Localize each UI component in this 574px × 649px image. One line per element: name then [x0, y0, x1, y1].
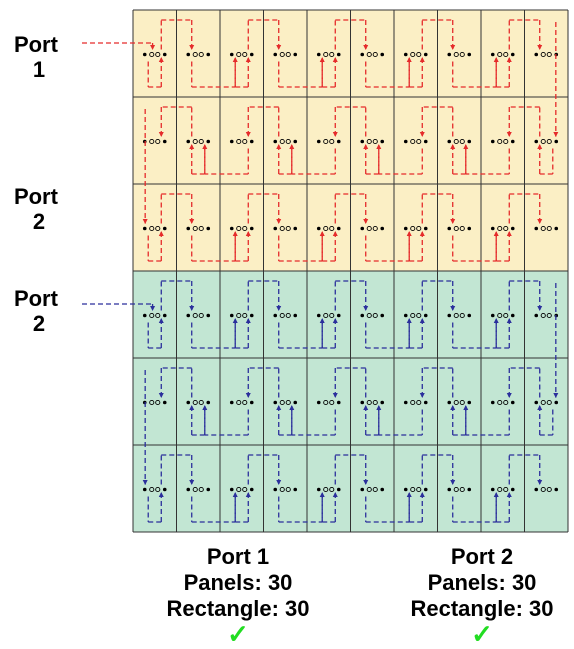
panel-connector [534, 312, 559, 319]
panel-connector [229, 225, 254, 232]
panel-connector [360, 51, 385, 58]
panel-connector [447, 225, 472, 232]
panel-connector [316, 225, 341, 232]
panel-connector [534, 225, 559, 232]
panel-connector [403, 399, 428, 406]
panel-connector [534, 399, 559, 406]
summary-rectangle-count: Rectangle: 30 [166, 596, 310, 621]
panel-connector [229, 138, 254, 145]
panel-connector [273, 225, 298, 232]
panel-connector [316, 51, 341, 58]
panel-connector [403, 486, 428, 493]
panel-connector [490, 225, 515, 232]
panel-connector [360, 486, 385, 493]
port-2-summary: Port 2 Panels: 30 Rectangle: 30 ✓ [382, 544, 574, 649]
panel-connector [273, 138, 298, 145]
panel-connector [186, 138, 211, 145]
panel-connector [316, 399, 341, 406]
panel-connector [360, 399, 385, 406]
panel-connector [229, 486, 254, 493]
panel-connector [229, 312, 254, 319]
cable-routes [82, 19, 559, 523]
panel-connector [490, 486, 515, 493]
panel-connector [186, 486, 211, 493]
panel-connector [490, 138, 515, 145]
panel-connector [142, 312, 167, 319]
summary-port-name: Port 2 [450, 544, 514, 569]
panel-connector [447, 51, 472, 58]
panel-connector [534, 138, 559, 145]
panel-grid [132, 9, 569, 533]
panel-connector [273, 399, 298, 406]
panel-connector [229, 399, 254, 406]
check-icon: ✓ [471, 619, 493, 649]
port-label-1: Port 1 [14, 32, 64, 82]
port-label-2-upper: Port 2 [14, 184, 64, 234]
panel-connector [186, 51, 211, 58]
panel-connector [142, 399, 167, 406]
panel-connector [534, 486, 559, 493]
check-icon: ✓ [227, 619, 249, 649]
panel-connector [490, 312, 515, 319]
panel-connector [447, 486, 472, 493]
panel-connector [142, 486, 167, 493]
panel-connector [447, 138, 472, 145]
port-label-2-lower: Port 2 [14, 286, 64, 336]
panel-connector [142, 51, 167, 58]
summary-panel-count: Panels: 30 [427, 570, 537, 595]
panel-connector [360, 225, 385, 232]
panel-connector [447, 399, 472, 406]
panel-connector [229, 51, 254, 58]
panel-connector [360, 138, 385, 145]
panel-connector [403, 138, 428, 145]
panel-connector [273, 312, 298, 319]
panel-connector [186, 399, 211, 406]
panel-connector [360, 312, 385, 319]
summary-rectangle-count: Rectangle: 30 [410, 596, 554, 621]
panel-connector [316, 138, 341, 145]
panel-connector [490, 51, 515, 58]
panel-connector [316, 312, 341, 319]
panel-connectors [142, 51, 559, 493]
port-1-summary: Port 1 Panels: 30 Rectangle: 30 ✓ [138, 544, 338, 649]
panel-connector [186, 312, 211, 319]
panel-connector [273, 51, 298, 58]
panel-connector [403, 51, 428, 58]
panel-connector [403, 225, 428, 232]
panel-connector [273, 486, 298, 493]
panel-connector [447, 312, 472, 319]
panel-connector [403, 312, 428, 319]
panel-connector [142, 225, 167, 232]
panel-connector [186, 225, 211, 232]
summary-panel-count: Panels: 30 [183, 570, 293, 595]
summary-port-name: Port 1 [206, 544, 270, 569]
panel-connector [490, 399, 515, 406]
panel-connector [316, 486, 341, 493]
